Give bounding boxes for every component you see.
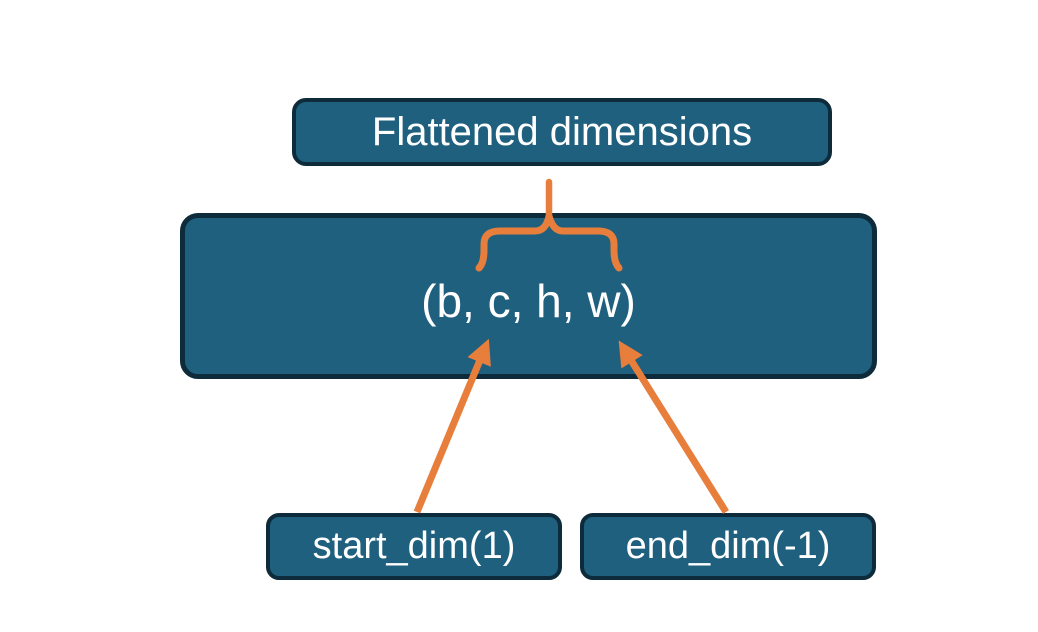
end-dim-box: end_dim(-1) [580, 513, 876, 580]
flattened-dimensions-box: Flattened dimensions [292, 98, 832, 166]
end-dim-label: end_dim(-1) [625, 525, 831, 567]
start-dim-box: start_dim(1) [266, 513, 562, 580]
start-dim-label: start_dim(1) [312, 525, 516, 567]
tensor-shape-box: (b, c, h, w) [180, 213, 877, 379]
tensor-shape-label: (b, c, h, w) [421, 275, 636, 327]
flattened-dimensions-label: Flattened dimensions [371, 109, 753, 154]
